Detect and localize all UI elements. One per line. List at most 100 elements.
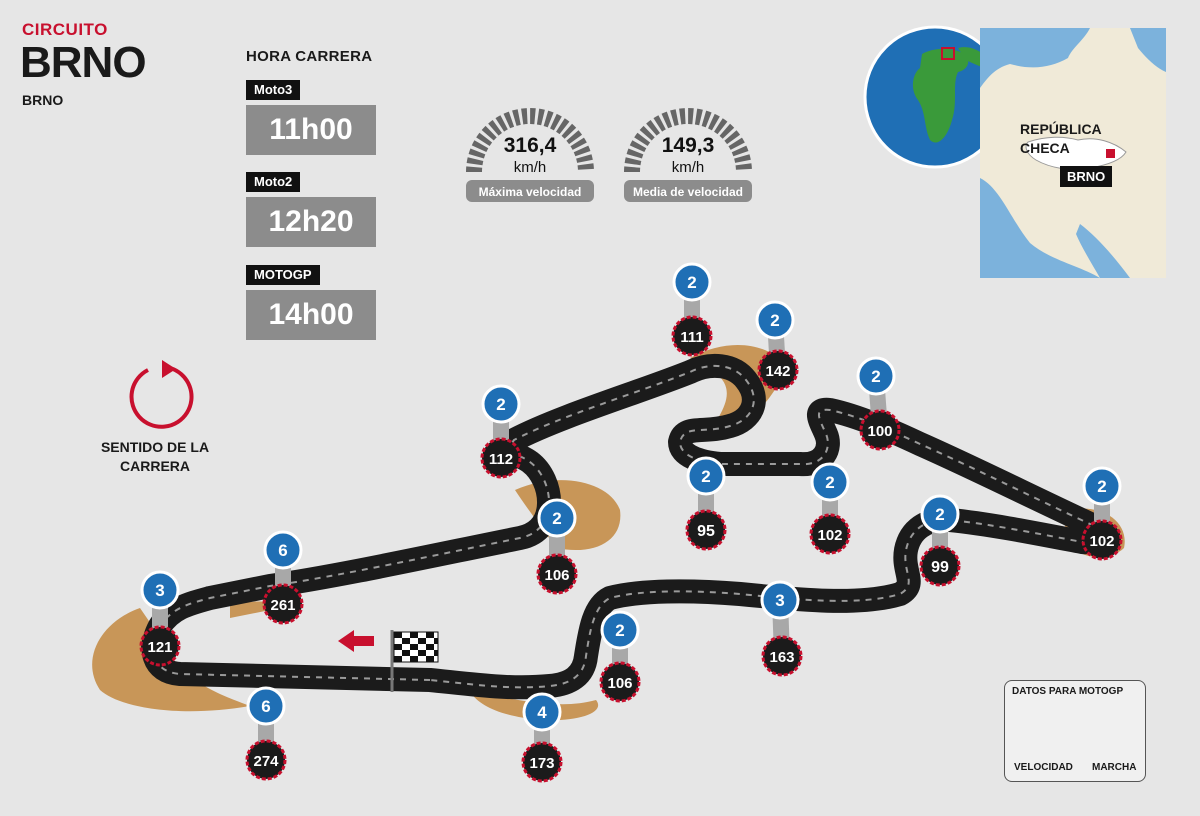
gear-circle (810, 462, 850, 502)
corner-marker: 3 163 (760, 580, 803, 677)
corner-speed: 106 (544, 567, 569, 584)
speed-circle (139, 625, 181, 667)
speed-circle (757, 349, 799, 391)
corner-marker: 2 95 (685, 456, 727, 551)
corner-speed: 102 (1089, 533, 1114, 550)
corner-gear: 3 (155, 581, 164, 600)
corner-gear: 6 (278, 541, 287, 560)
country-map (980, 28, 1166, 278)
gauge-arc (466, 108, 594, 173)
corner-speed: 173 (529, 755, 554, 772)
corner-speed: 112 (489, 451, 513, 468)
corner-speed: 121 (147, 639, 172, 656)
max-speed-unit: km/h (514, 159, 547, 176)
corner-speed: 111 (680, 329, 703, 346)
gear-circle (760, 580, 800, 620)
time-box-moto3: 11h00 (246, 105, 376, 155)
globe-land (912, 48, 969, 143)
map-city-tag: BRNO (1060, 166, 1113, 187)
corner-speed: 100 (867, 423, 892, 440)
class-tag-motogp: MOTOGP (246, 265, 320, 285)
speed-circle (671, 315, 713, 357)
corner-gear: 2 (687, 273, 696, 292)
avg-speed-label: Media de velocidad (633, 185, 743, 199)
speed-circle (521, 741, 563, 783)
avg-speed-label-bg (624, 180, 752, 202)
corner-gear: 2 (935, 505, 944, 524)
avg-speed-value: 149,3 (662, 134, 715, 157)
direction-line-2: CARRERA (120, 458, 190, 474)
speed-circle (480, 437, 522, 479)
direction-line-1: SENTIDO DE LA (100, 439, 210, 455)
corner-speed: 261 (270, 597, 295, 614)
time-box-motogp: 14h00 (246, 290, 376, 340)
speed-circle (809, 513, 851, 555)
legend-gear-label: MARCHA (1092, 762, 1137, 773)
corner-marker: 6 274 (245, 686, 287, 781)
max-speed-value: 316,4 (504, 134, 557, 157)
corner-gear: 6 (261, 697, 270, 716)
country-line-2: CHECA (1020, 140, 1070, 156)
corner-gear: 2 (1097, 477, 1106, 496)
gear-circle (537, 498, 577, 538)
sea-adriatic (1076, 224, 1130, 278)
direction-arrow-icon (129, 360, 194, 429)
brno-marker (1106, 149, 1115, 158)
corner-speed: 142 (765, 363, 790, 380)
corner-speed: 274 (253, 753, 279, 770)
time-box-moto2: 12h20 (246, 197, 376, 247)
legend-speed-label: VELOCIDAD (1014, 762, 1073, 773)
corner-marker: 299 (919, 494, 961, 587)
speed-circle (1081, 519, 1123, 561)
gear-circle (856, 356, 896, 396)
speed-circle (685, 509, 727, 551)
gear-circle (600, 610, 640, 650)
legend-box (1004, 680, 1146, 782)
race-direction-label: SENTIDO DE LA CARRERA (100, 438, 210, 476)
class-tag-moto2: Moto2 (246, 172, 301, 192)
speed-circle (245, 739, 287, 781)
max-speed-label: Máxima velocidad (479, 185, 582, 199)
corner-marker: 6 261 (262, 530, 304, 625)
corner-marker: 2 111 (671, 262, 713, 357)
gear-circle (263, 530, 303, 570)
corner-gear: 2 (770, 311, 779, 330)
sea-north (980, 28, 1090, 88)
speed-circle (536, 553, 578, 595)
class-tag-moto3: Moto3 (246, 80, 301, 100)
speed-circle (919, 545, 961, 587)
czech-republic-shape (1025, 136, 1127, 171)
max-speed-gauge: 316,4 km/h Máxima velocidad (466, 108, 594, 202)
globe-highlight-marker (941, 47, 955, 60)
corner-gear: 2 (825, 473, 834, 492)
gear-circle (686, 456, 726, 496)
corner-speed: 95 (697, 523, 715, 540)
country-label: REPÚBLICA CHECA (1020, 120, 1102, 158)
corner-gear: 3 (775, 591, 784, 610)
corner-speed: 102 (817, 527, 842, 544)
corner-speed: 106 (607, 675, 632, 692)
max-speed-label-bg (466, 180, 594, 202)
gear-circle (246, 686, 286, 726)
avg-speed-gauge: 149,3 km/h Media de velocidad (624, 108, 752, 202)
gear-circle (140, 570, 180, 610)
corner-marker: 3 121 (139, 570, 181, 667)
avg-speed-unit: km/h (672, 159, 705, 176)
speed-circle (859, 409, 901, 451)
corner-marker: 2 142 (755, 300, 799, 391)
gear-circle (755, 300, 795, 340)
race-times-title: HORA CARRERA (246, 48, 373, 65)
legend-title: DATOS PARA MOTOGP (1012, 686, 1124, 697)
gear-circle (481, 384, 521, 424)
corner-speed: 163 (769, 649, 794, 666)
gear-circle (1082, 466, 1122, 506)
sea-west (980, 178, 1100, 278)
corner-gear: 2 (701, 467, 710, 486)
